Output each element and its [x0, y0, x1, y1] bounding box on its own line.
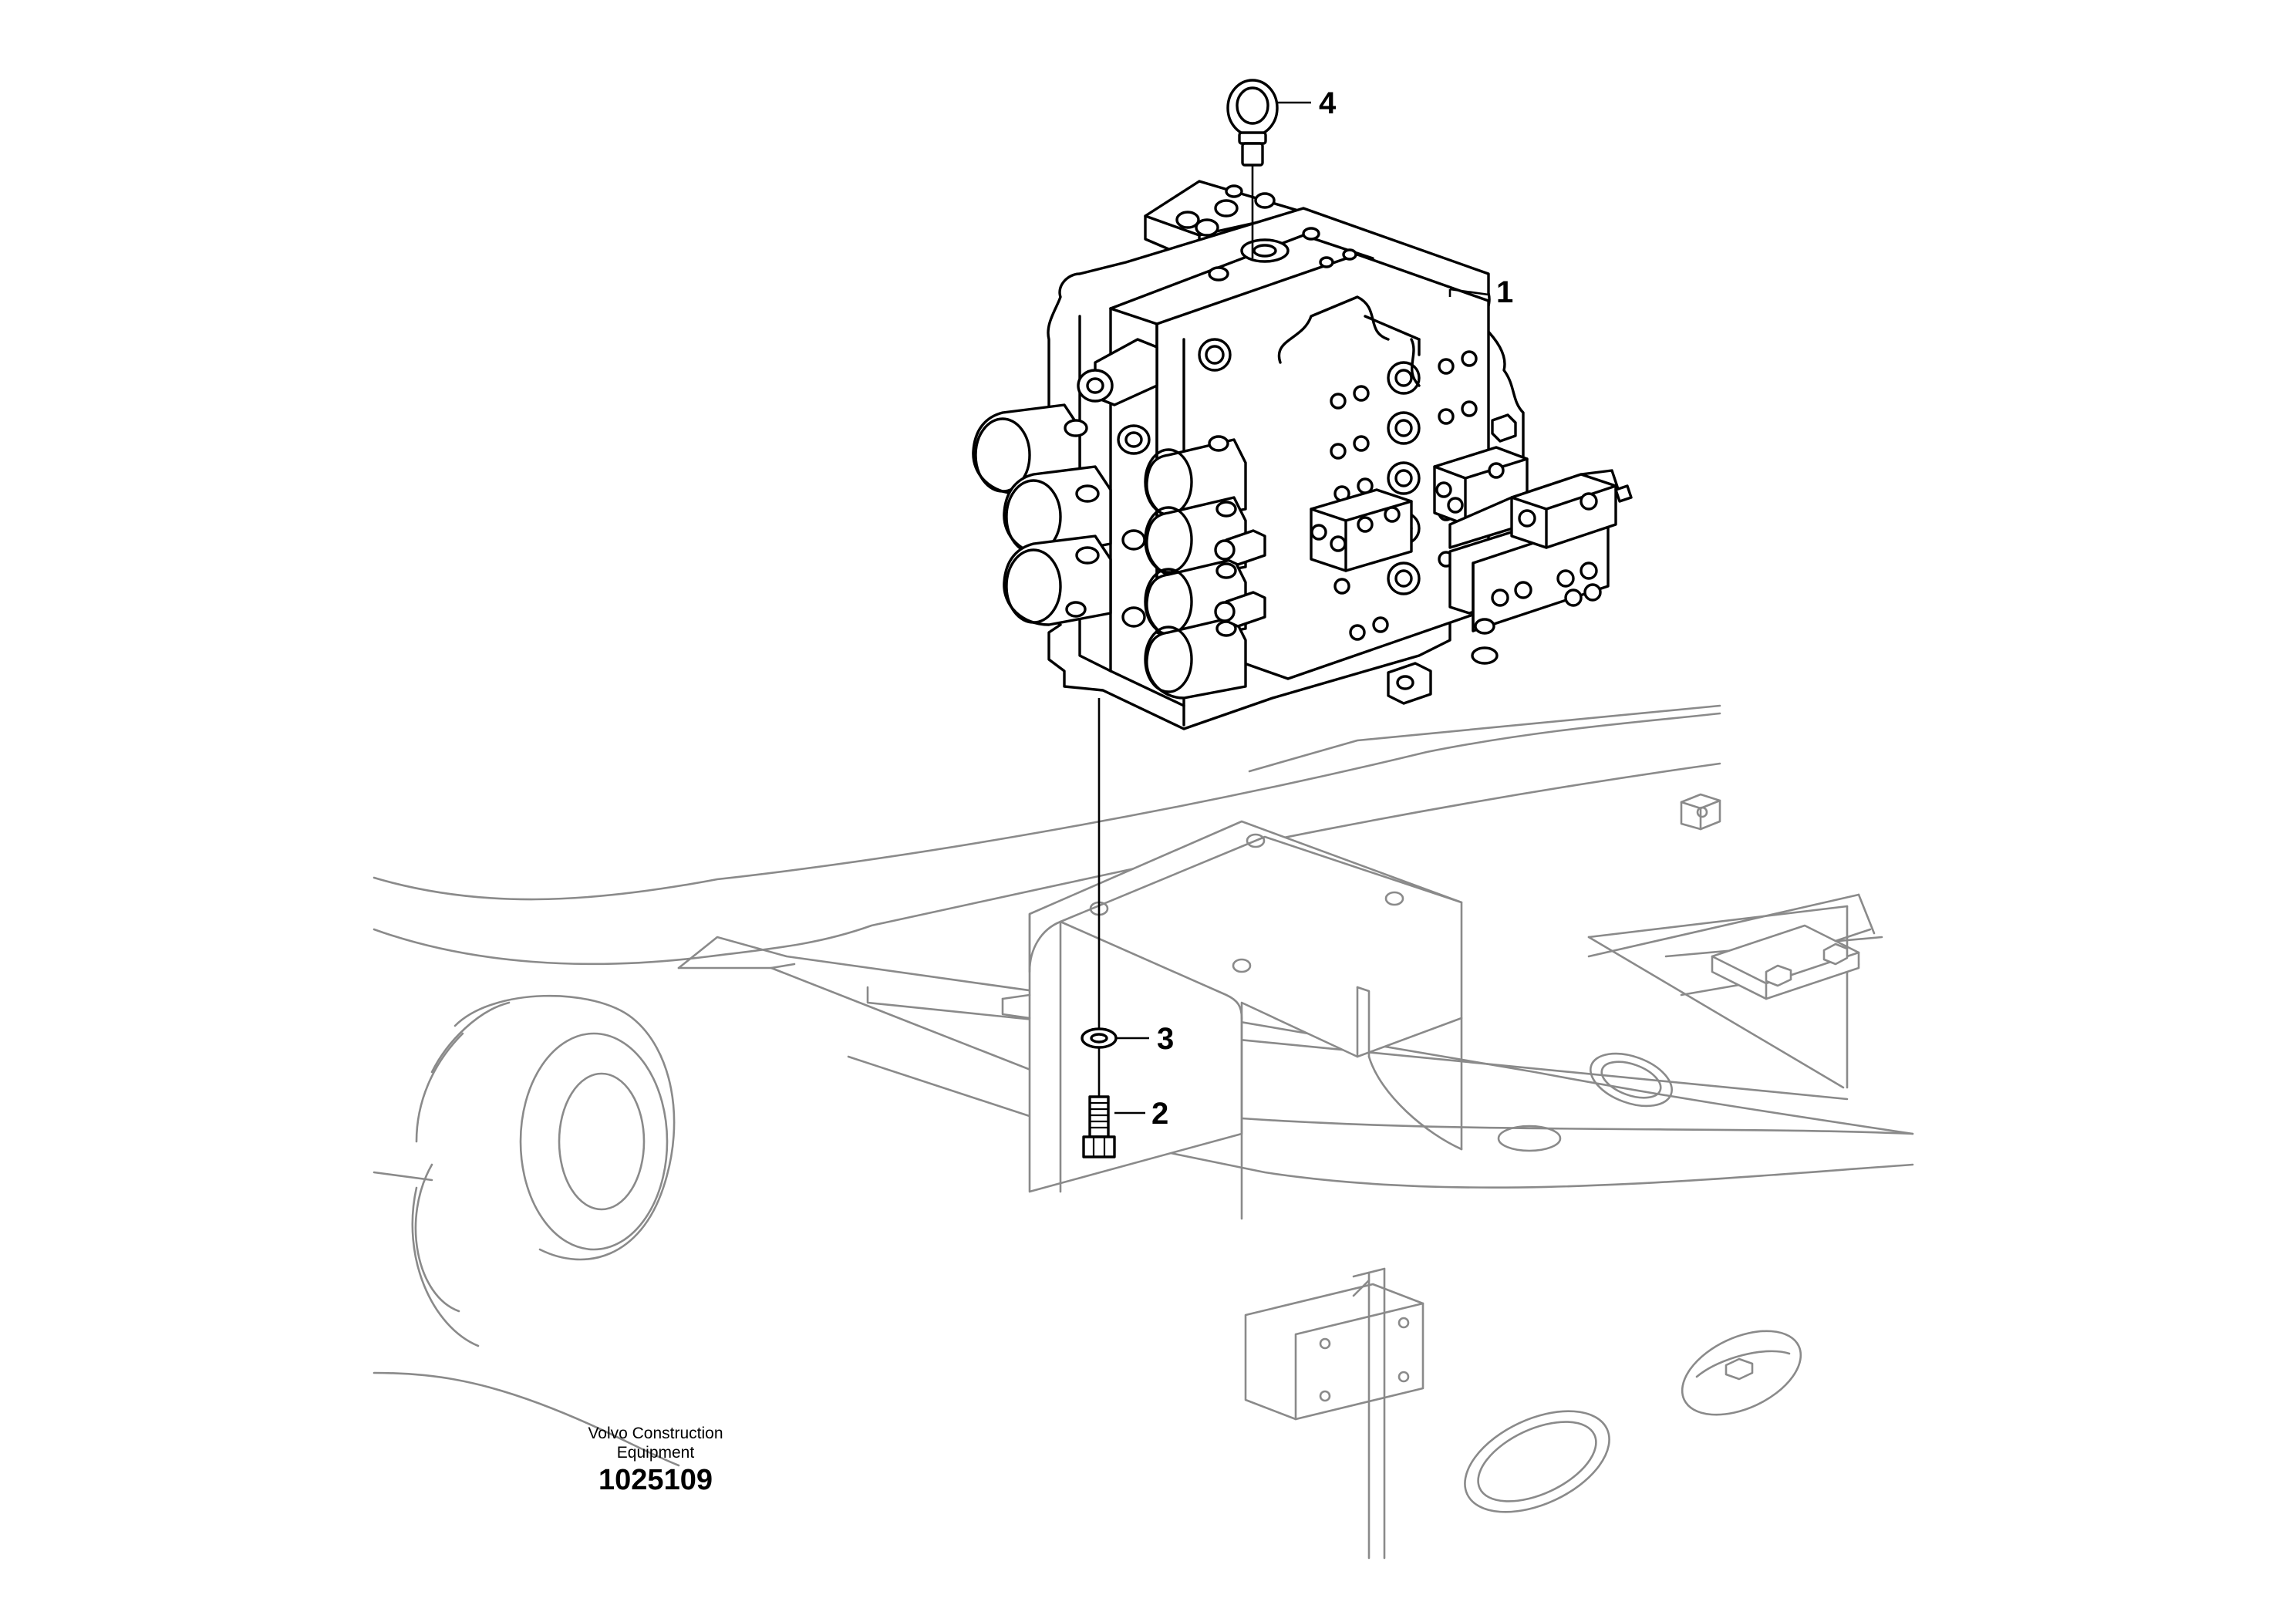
hex-fitting: [1077, 338, 1158, 628]
frame-slot: [1590, 1052, 1673, 1108]
credit-line-1: Volvo Construction: [588, 1425, 723, 1442]
lower-slot-right: [1681, 1330, 1802, 1416]
hex-screw: [1082, 1095, 1116, 1158]
left-spool-caps: [972, 403, 1112, 626]
small-block: [1680, 793, 1721, 831]
drawing-number: 1025109: [598, 1464, 713, 1496]
lower-slot-left-inner: [1477, 1421, 1597, 1502]
lifting-eye-bolt: [1226, 79, 1279, 167]
mounting-bracket: [1001, 820, 1562, 1220]
control-valve-assembly: [972, 180, 1633, 730]
right-side-valve-blocks: [1310, 446, 1633, 632]
washer: [1081, 1027, 1118, 1049]
callout-4: 4: [1319, 86, 1337, 120]
manufacturer-credit: Volvo Construction Equipment: [555, 1424, 756, 1462]
lower-slot-left: [1464, 1410, 1610, 1513]
bottom-hex-nut: [1387, 618, 1499, 705]
lower-bracket: [1244, 1267, 1424, 1560]
frame-slot-inner: [1600, 1061, 1662, 1099]
middle-spool-caps: [1144, 435, 1266, 700]
callout-2: 2: [1151, 1097, 1168, 1131]
pivot-boss: [373, 994, 680, 1467]
vent-bolt: [1491, 413, 1517, 443]
callout-leader-1: [1449, 288, 1489, 296]
right-plate: [1711, 924, 1872, 1000]
credit-line-2: Equipment: [616, 1444, 695, 1462]
callout-3: 3: [1157, 1022, 1174, 1056]
callout-1: 1: [1496, 275, 1513, 309]
